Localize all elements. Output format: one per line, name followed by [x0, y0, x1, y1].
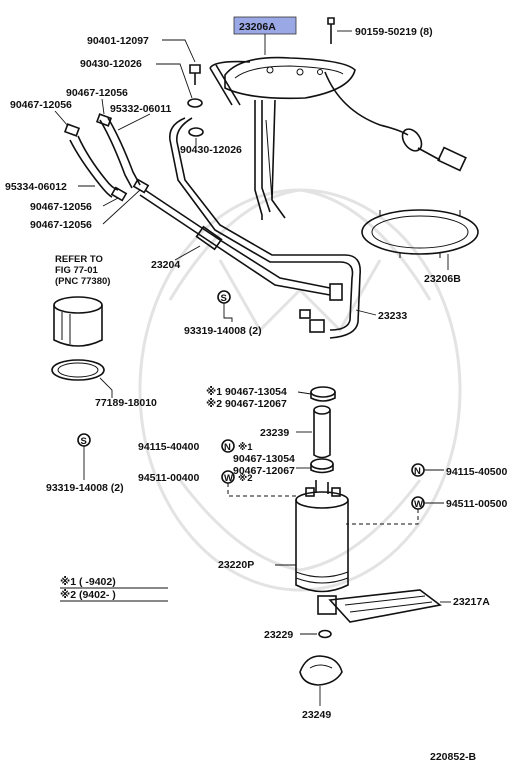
clamp-top: [310, 386, 336, 402]
label-94115-40400[interactable]: 94115-40400: [138, 441, 199, 453]
clip-23229: [318, 629, 332, 639]
hose-23239: [313, 405, 331, 459]
refer-line-2[interactable]: FIG 77-01: [55, 265, 98, 276]
symbol-w-b: W: [414, 499, 423, 510]
symbol-n-b: N: [414, 466, 421, 477]
label-95332-06011[interactable]: 95332-06011: [110, 103, 171, 115]
gasket-77189-18010: [51, 359, 105, 381]
label-23204[interactable]: 23204: [151, 259, 180, 271]
fuel-pump-23220P: [295, 480, 349, 593]
gasket-23206B: [361, 209, 479, 258]
note-94511-00400: ※2: [238, 473, 253, 484]
label-23206B[interactable]: 23206B: [424, 273, 461, 285]
note-94115-40400: ※1: [238, 442, 253, 453]
label-23249[interactable]: 23249: [302, 709, 331, 721]
label-90467-13054-a[interactable]: ※1 90467-13054: [206, 386, 287, 398]
wire-harness: [324, 71, 467, 172]
label-93319-14008-b[interactable]: 93319-14008 (2): [46, 482, 124, 494]
label-94511-00500[interactable]: 94511-00500: [446, 498, 507, 510]
label-90430-12026-mid[interactable]: 90430-12026: [180, 144, 242, 156]
label-23229[interactable]: 23229: [264, 629, 293, 641]
gasket-90430-12026-mid: [188, 127, 204, 137]
label-23220P[interactable]: 23220P: [218, 559, 254, 571]
cushion-23249: [299, 655, 343, 686]
label-23206A[interactable]: 23206A: [239, 21, 276, 33]
label-90467-12056-a[interactable]: 90467-12056: [10, 99, 72, 111]
fuel-hoses: [63, 113, 150, 202]
bolt-90401-12097: [189, 64, 201, 85]
label-90467-12056-b[interactable]: 90467-12056: [66, 87, 128, 99]
bolt-90159-50219: [327, 17, 335, 44]
gasket-90430-12026-top: [187, 98, 203, 108]
label-90467-12067-a[interactable]: ※2 90467-12067: [206, 398, 287, 410]
symbol-s-a: S: [221, 293, 227, 304]
symbol-s-b: S: [81, 436, 87, 447]
label-90467-12056-c[interactable]: 90467-12056: [30, 201, 92, 213]
fuel-pump-bracket-23206A: [209, 56, 356, 220]
clamp-bottom: [310, 458, 334, 474]
label-90430-12026-top[interactable]: 90430-12026: [80, 58, 142, 70]
label-90467-12067-b[interactable]: 90467-12067: [233, 465, 295, 477]
watermark-logo: [138, 188, 462, 592]
label-90401-12097[interactable]: 90401-12097: [87, 35, 149, 47]
label-77189-18010[interactable]: 77189-18010: [95, 397, 157, 409]
label-90159-50219[interactable]: 90159-50219 (8): [355, 26, 433, 38]
label-93319-14008-a[interactable]: 93319-14008 (2): [184, 325, 262, 337]
nut-symbol-left: [221, 439, 235, 453]
label-95334-06012[interactable]: 95334-06012: [5, 181, 67, 193]
fuel-tubes: [139, 117, 362, 339]
label-90467-13054-b[interactable]: 90467-13054: [233, 453, 295, 465]
label-23233[interactable]: 23233: [378, 310, 407, 322]
fuel-filter: [53, 296, 103, 347]
label-23239[interactable]: 23239: [260, 427, 289, 439]
label-94511-00400[interactable]: 94511-00400: [138, 472, 199, 484]
label-94115-40500[interactable]: 94115-40500: [446, 466, 507, 478]
refer-line-3[interactable]: (PNC 77380): [55, 276, 110, 287]
symbol-n-a: N: [224, 442, 231, 453]
label-90467-12056-d[interactable]: 90467-12056: [30, 219, 92, 231]
label-23217A[interactable]: 23217A: [453, 596, 490, 608]
symbol-w-a: W: [224, 473, 233, 484]
refer-line-1[interactable]: REFER TO: [55, 254, 103, 265]
note-2: ※2 (9402- ): [60, 589, 116, 601]
strainer-23217A: [317, 589, 442, 623]
note-1: ※1 ( -9402): [60, 576, 116, 588]
figure-id: 220852-B: [430, 751, 477, 763]
